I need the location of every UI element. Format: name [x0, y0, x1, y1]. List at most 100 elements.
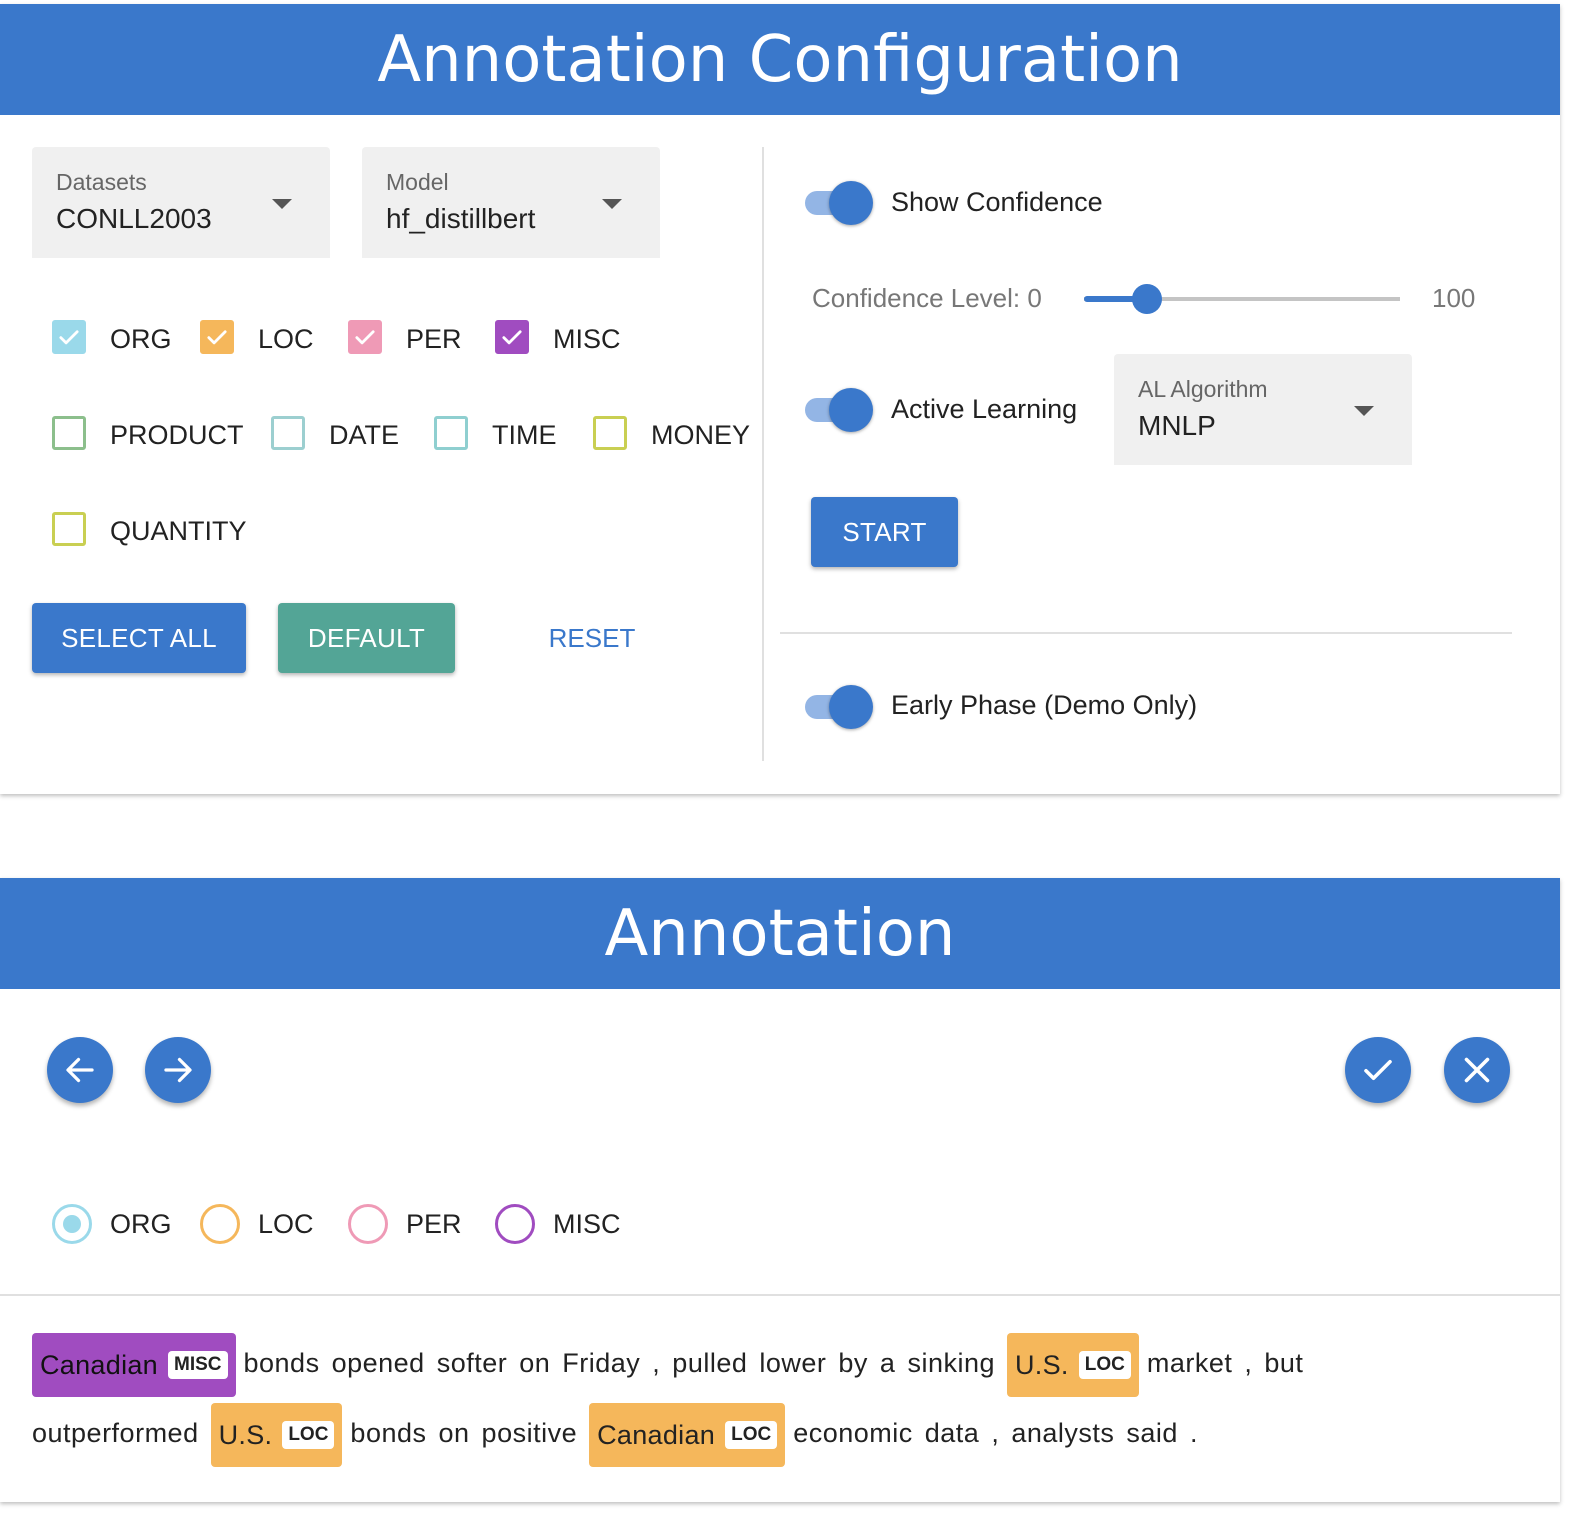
- horizontal-divider: [780, 632, 1512, 634]
- token[interactable]: lower: [759, 1348, 827, 1378]
- check-icon: [207, 330, 227, 345]
- active-learning-toggle[interactable]: [803, 388, 873, 432]
- default-button[interactable]: DEFAULT: [278, 603, 455, 673]
- toggle-thumb: [829, 181, 873, 225]
- checkbox-quantity[interactable]: [52, 512, 86, 546]
- confidence-level-label: Confidence Level: 0: [812, 283, 1042, 313]
- token[interactable]: Friday: [562, 1348, 641, 1378]
- checkbox-label-per: PER: [406, 324, 462, 354]
- entity-span[interactable]: Canadian LOC: [589, 1402, 786, 1467]
- show-confidence-toggle[interactable]: [803, 181, 873, 225]
- token[interactable]: ,: [991, 1418, 1000, 1448]
- active-learning-label: Active Learning: [891, 394, 1078, 424]
- token[interactable]: market: [1146, 1348, 1233, 1378]
- entity-text: Canadian: [40, 1349, 158, 1380]
- token[interactable]: outperformed: [32, 1418, 199, 1448]
- radio-label-per: PER: [406, 1209, 462, 1239]
- reset-button[interactable]: RESET: [548, 622, 636, 653]
- token[interactable]: bonds: [243, 1348, 320, 1378]
- token[interactable]: analysts: [1011, 1418, 1115, 1448]
- radio-org[interactable]: [52, 1204, 92, 1244]
- confidence-max-label: 100: [1432, 283, 1476, 313]
- entity-span[interactable]: U.S.LOC: [1007, 1332, 1139, 1397]
- token[interactable]: bonds: [350, 1418, 427, 1448]
- model-select[interactable]: Model hf_distillbert: [362, 147, 660, 258]
- token[interactable]: softer: [436, 1348, 508, 1378]
- checkbox-label-loc: LOC: [258, 324, 314, 354]
- al-algorithm-select[interactable]: AL Algorithm MNLP: [1114, 354, 1412, 465]
- token[interactable]: but: [1264, 1348, 1304, 1378]
- previous-button[interactable]: [47, 1037, 113, 1103]
- select-all-button[interactable]: SELECT ALL: [32, 603, 246, 673]
- reject-button[interactable]: [1444, 1037, 1510, 1103]
- datasets-value: CONLL2003: [56, 203, 212, 234]
- entity-span[interactable]: U.S.LOC: [210, 1402, 343, 1467]
- config-title: Annotation Configuration: [0, 4, 1560, 115]
- checkbox-org[interactable]: [52, 320, 86, 354]
- token[interactable]: opened: [331, 1348, 425, 1378]
- radio-loc[interactable]: [200, 1204, 240, 1244]
- token-line-1: Canadian MISC bonds opened softer on Friday, pu…: [32, 1328, 1512, 1398]
- token[interactable]: .: [1189, 1418, 1198, 1448]
- entity-tag: LOC: [725, 1420, 778, 1449]
- radio-dot: [63, 1215, 81, 1233]
- checkbox-label-time: TIME: [492, 420, 557, 450]
- checkbox-label-money: MONEY: [651, 420, 751, 450]
- token[interactable]: on: [519, 1348, 551, 1378]
- checkbox-loc[interactable]: [200, 320, 234, 354]
- show-confidence-label: Show Confidence: [891, 187, 1103, 217]
- model-value: hf_distillbert: [386, 203, 536, 234]
- checkbox-label-org: ORG: [110, 324, 172, 354]
- datasets-label: Datasets: [56, 169, 147, 195]
- radio-label-loc: LOC: [258, 1209, 314, 1239]
- confidence-slider[interactable]: [1084, 284, 1400, 314]
- token[interactable]: economic: [793, 1418, 913, 1448]
- vertical-divider: [762, 147, 764, 761]
- token[interactable]: ,: [1244, 1348, 1253, 1378]
- al-algorithm-label: AL Algorithm: [1138, 376, 1268, 402]
- entity-span[interactable]: Canadian MISC: [32, 1332, 236, 1397]
- radio-label-misc: MISC: [553, 1209, 621, 1239]
- token[interactable]: a: [879, 1348, 896, 1378]
- token[interactable]: ,: [652, 1348, 661, 1378]
- token[interactable]: by: [838, 1348, 868, 1378]
- start-button[interactable]: START: [811, 497, 958, 567]
- early-phase-toggle[interactable]: [803, 685, 873, 729]
- checkbox-money[interactable]: [593, 416, 627, 450]
- token[interactable]: sinking: [907, 1348, 995, 1378]
- entity-tag: MISC: [168, 1350, 228, 1379]
- slider-thumb[interactable]: [1132, 284, 1162, 314]
- next-button[interactable]: [145, 1037, 211, 1103]
- token[interactable]: data: [924, 1418, 980, 1448]
- checkbox-date[interactable]: [271, 416, 305, 450]
- chevron-down-icon: [602, 199, 622, 209]
- entity-tag: LOC: [1078, 1350, 1131, 1379]
- arrow-right-icon: [164, 1057, 192, 1083]
- token[interactable]: on: [438, 1418, 470, 1448]
- close-icon: [1464, 1057, 1490, 1083]
- accept-button[interactable]: [1345, 1037, 1411, 1103]
- checkbox-label-product: PRODUCT: [110, 420, 244, 450]
- al-algorithm-value: MNLP: [1138, 410, 1216, 441]
- token[interactable]: said: [1126, 1418, 1178, 1448]
- radio-label-org: ORG: [110, 1209, 172, 1239]
- checkbox-misc[interactable]: [495, 320, 529, 354]
- token[interactable]: pulled: [672, 1348, 748, 1378]
- checkbox-label-quantity: QUANTITY: [110, 516, 247, 546]
- radio-per[interactable]: [348, 1204, 388, 1244]
- chevron-down-icon: [272, 199, 292, 209]
- checkbox-per[interactable]: [348, 320, 382, 354]
- annotation-configuration-card: Annotation Configuration Datasets CONLL2…: [0, 4, 1560, 794]
- checkbox-product[interactable]: [52, 416, 86, 450]
- checkbox-label-misc: MISC: [553, 324, 621, 354]
- checkbox-time[interactable]: [434, 416, 468, 450]
- datasets-select[interactable]: Datasets CONLL2003: [32, 147, 330, 258]
- chevron-down-icon: [1354, 406, 1374, 416]
- radio-misc[interactable]: [495, 1204, 535, 1244]
- token[interactable]: positive: [481, 1418, 578, 1448]
- check-icon: [1364, 1059, 1392, 1081]
- toggle-thumb: [829, 388, 873, 432]
- check-icon: [59, 330, 79, 345]
- annotation-title: Annotation: [0, 878, 1560, 989]
- entity-text: Canadian: [597, 1419, 716, 1450]
